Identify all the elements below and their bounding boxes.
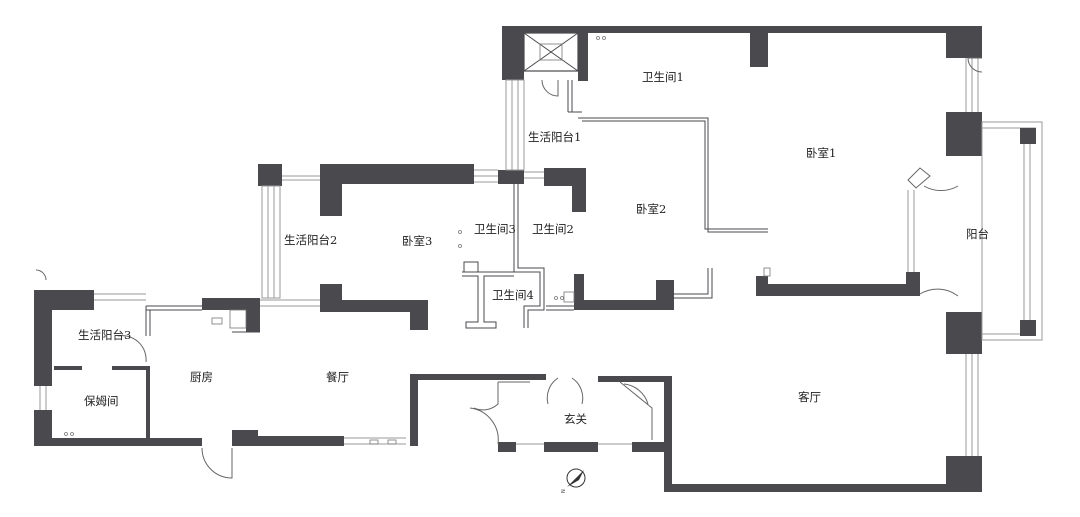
room-label-utility-balcony3: 生活阳台3 — [78, 328, 131, 342]
doors — [35, 57, 983, 479]
room-label-entrance: 玄关 — [564, 412, 587, 426]
compass-icon: N — [561, 468, 586, 493]
room-label-bathroom2: 卫生间2 — [532, 222, 574, 236]
room-label-bedroom1: 卧室1 — [806, 146, 836, 160]
shaft-box — [523, 32, 579, 72]
room-label-dining-room: 餐厅 — [326, 370, 349, 384]
room-label-nanny-room: 保姆间 — [84, 394, 119, 408]
room-label-bathroom4: 卫生间4 — [492, 288, 534, 302]
room-label-living-room: 客厅 — [798, 390, 821, 404]
room-label-bedroom2: 卧室2 — [636, 202, 666, 216]
partitions — [145, 80, 768, 336]
walls — [34, 26, 982, 492]
room-label-bedroom3: 卧室3 — [402, 234, 432, 248]
compass-label: N — [561, 489, 567, 493]
room-label-balcony: 阳台 — [966, 227, 989, 241]
room-label-bathroom3: 卫生间3 — [474, 222, 516, 236]
windows — [39, 58, 1043, 456]
room-label-bathroom1: 卫生间1 — [642, 70, 684, 84]
room-label-utility-balcony2: 生活阳台2 — [284, 233, 337, 247]
room-label-kitchen: 厨房 — [190, 370, 213, 384]
room-labels: 卫生间1 卧室1 生活阳台1 卧室2 卫生间2 卫生间3 卧室3 生活阳台2 阳… — [78, 70, 989, 426]
room-label-utility-balcony1: 生活阳台1 — [528, 130, 581, 144]
fixtures — [64, 36, 771, 445]
